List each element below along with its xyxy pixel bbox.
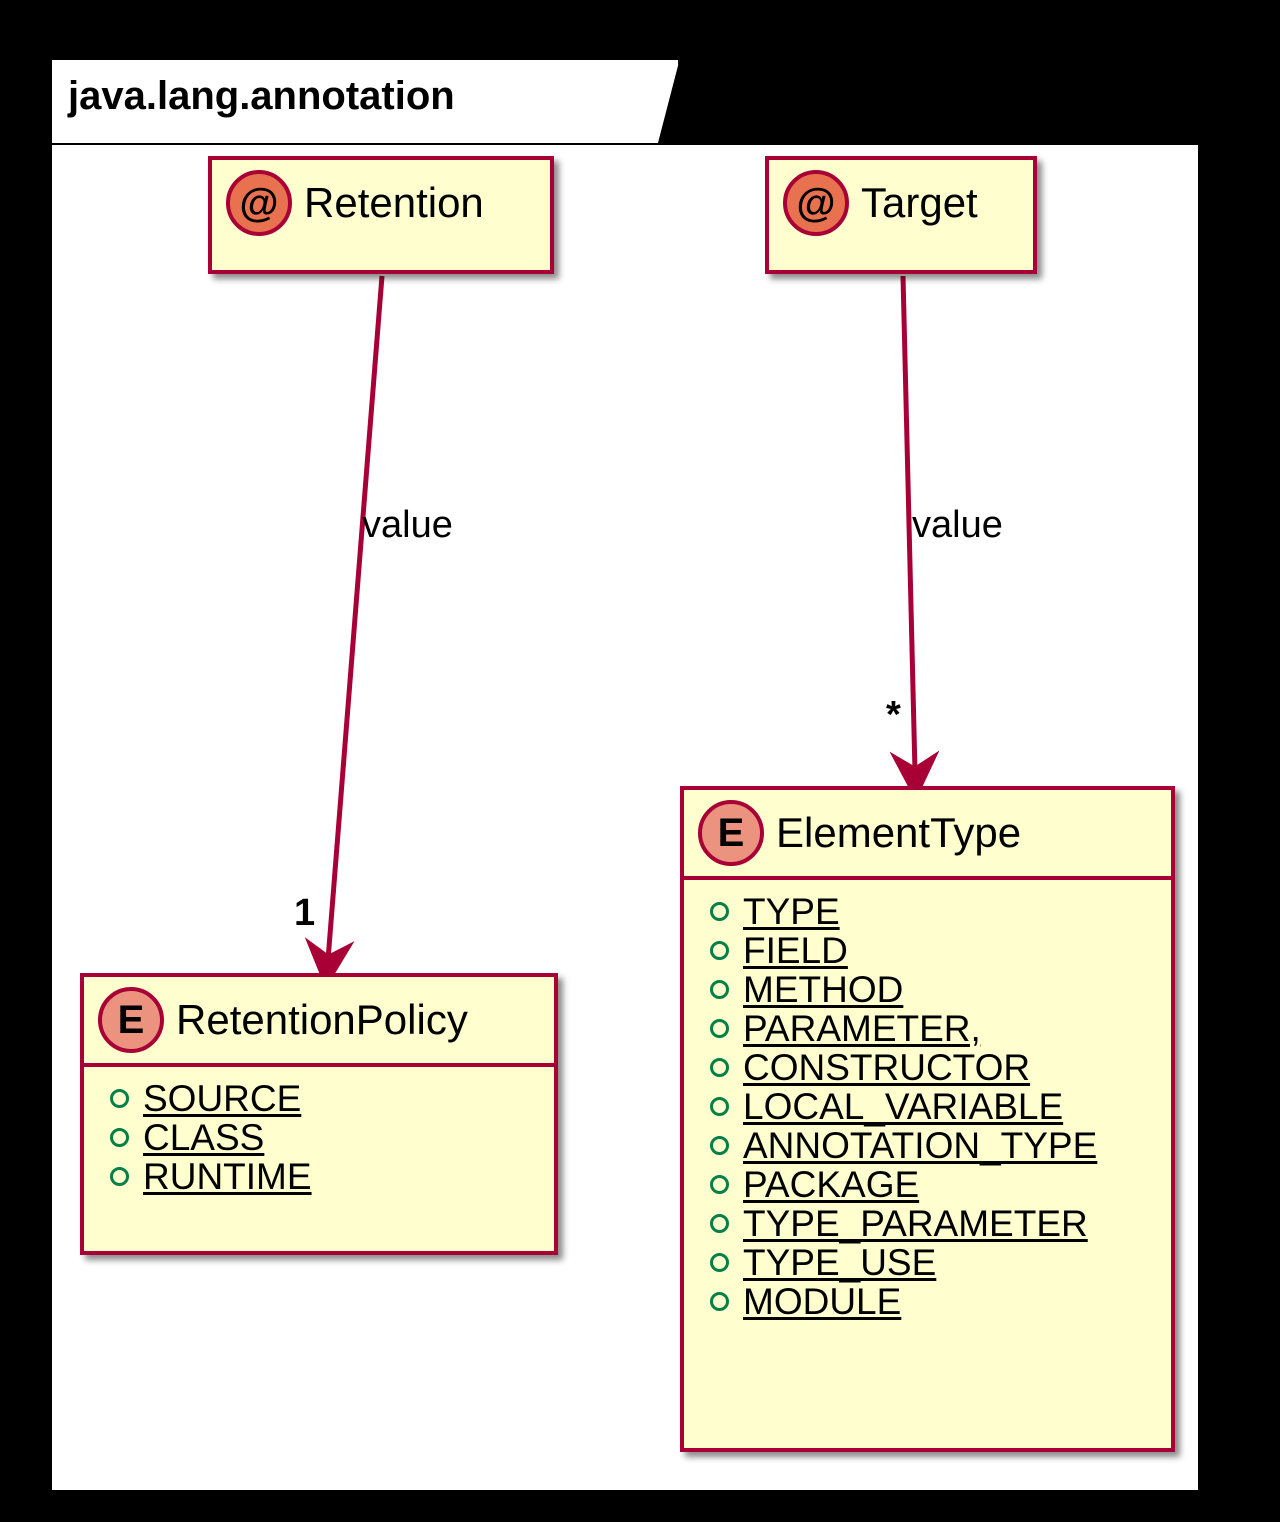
class-name-retentionpolicy: RetentionPolicy (176, 996, 468, 1043)
package-tab: java.lang.annotation (50, 58, 680, 143)
enum-letter-icon: E (698, 800, 764, 866)
class-box-target[interactable]: @ Target (765, 156, 1037, 274)
edge-label-target-value: value (912, 504, 1003, 546)
enum-constant-marker-icon (710, 1175, 729, 1194)
enum-constant-row[interactable]: MODULE (684, 1282, 1171, 1321)
header-separator (684, 876, 1171, 880)
enum-constant-marker-icon (110, 1128, 129, 1147)
enum-constant-row[interactable]: FIELD (684, 931, 1171, 970)
edge-label-retention-value: value (362, 504, 453, 546)
enum-constant-label: TYPE (743, 891, 840, 932)
header-separator (84, 1063, 554, 1067)
class-name-elementtype: ElementType (776, 809, 1022, 856)
enum-constant-label: PARAMETER, (743, 1008, 981, 1049)
class-header-elementtype: E ElementType (684, 790, 1171, 876)
enum-constant-label: PACKAGE (743, 1164, 920, 1205)
class-box-retention[interactable]: @ Retention (208, 156, 554, 274)
enum-constant-marker-icon (710, 1214, 729, 1233)
at-sign-icon: @ (226, 170, 292, 236)
enum-constant-label: CONSTRUCTOR (743, 1047, 1031, 1088)
at-sign-icon: @ (783, 170, 849, 236)
enum-constant-label: MODULE (743, 1281, 902, 1322)
enum-constant-label: ANNOTATION_TYPE (743, 1125, 1098, 1166)
enum-constant-marker-icon (710, 980, 729, 999)
enum-constant-row[interactable]: CLASS (84, 1118, 554, 1157)
enum-constant-row[interactable]: TYPE (684, 892, 1171, 931)
edge-multiplicity-retention: 1 (294, 892, 316, 934)
enum-constant-row[interactable]: TYPE_USE (684, 1243, 1171, 1282)
enum-constant-marker-icon (110, 1167, 129, 1186)
enum-constant-row[interactable]: CONSTRUCTOR (684, 1048, 1171, 1087)
enum-constant-label: METHOD (743, 969, 904, 1010)
enum-letter-icon: E (98, 987, 164, 1053)
enum-constant-label: TYPE_PARAMETER (743, 1203, 1088, 1244)
class-header-target: @ Target (769, 160, 1033, 246)
enum-constant-marker-icon (710, 902, 729, 921)
enum-constant-row[interactable]: ANNOTATION_TYPE (684, 1126, 1171, 1165)
enum-constant-label: TYPE_USE (743, 1242, 937, 1283)
enum-constant-marker-icon (710, 1058, 729, 1077)
enum-constant-row[interactable]: RUNTIME (84, 1157, 554, 1196)
enum-constant-marker-icon (710, 1253, 729, 1272)
enum-constant-marker-icon (710, 1097, 729, 1116)
enum-constant-marker-icon (710, 1019, 729, 1038)
enum-constant-marker-icon (710, 1136, 729, 1155)
enum-constant-row[interactable]: SOURCE (84, 1079, 554, 1118)
package-name-label: java.lang.annotation (68, 74, 455, 118)
enum-constant-marker-icon (710, 1292, 729, 1311)
enum-constant-label: FIELD (743, 930, 848, 971)
class-name-target: Target (861, 179, 978, 226)
class-header-retention: @ Retention (212, 160, 550, 246)
edge-multiplicity-target: * (886, 694, 901, 736)
enum-constant-row[interactable]: LOCAL_VARIABLE (684, 1087, 1171, 1126)
enum-constant-marker-icon (110, 1089, 129, 1108)
enum-constant-label: SOURCE (143, 1078, 302, 1119)
enum-constant-label: CLASS (143, 1117, 265, 1158)
class-name-retention: Retention (304, 179, 484, 226)
class-header-retentionpolicy: E RetentionPolicy (84, 977, 554, 1063)
enum-constant-row[interactable]: PARAMETER, (684, 1009, 1171, 1048)
enum-constant-label: RUNTIME (143, 1156, 312, 1197)
enum-constant-row[interactable]: TYPE_PARAMETER (684, 1204, 1171, 1243)
enum-constant-marker-icon (710, 941, 729, 960)
enum-constant-row[interactable]: PACKAGE (684, 1165, 1171, 1204)
enum-constant-label: LOCAL_VARIABLE (743, 1086, 1064, 1127)
enum-constant-row[interactable]: METHOD (684, 970, 1171, 1009)
